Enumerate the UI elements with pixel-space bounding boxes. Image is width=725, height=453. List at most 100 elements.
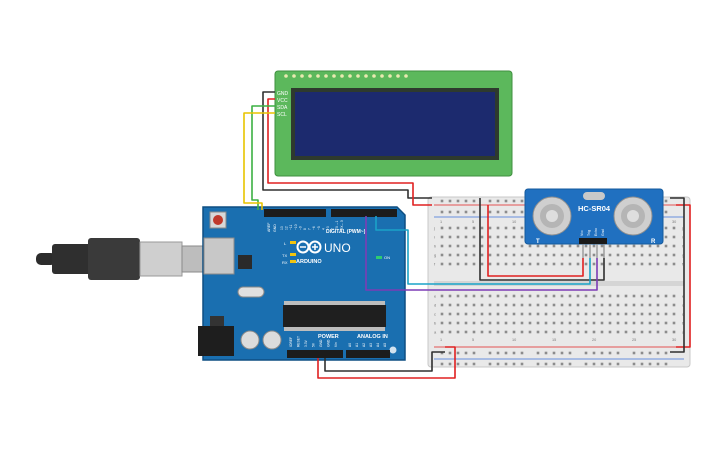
breadboard-hole bbox=[624, 244, 628, 248]
breadboard-hole bbox=[552, 244, 556, 248]
breadboard-hole bbox=[536, 312, 540, 316]
breadboard-hole bbox=[624, 312, 628, 316]
breadboard-hole bbox=[664, 303, 668, 307]
breadboard-hole bbox=[600, 321, 604, 325]
breadboard-hole bbox=[456, 294, 460, 298]
breadboard-hole bbox=[480, 244, 484, 248]
breadboard-hole bbox=[536, 294, 540, 298]
breadboard-hole bbox=[440, 235, 444, 239]
breadboard-hole bbox=[448, 321, 452, 325]
breadboard-hole bbox=[560, 303, 564, 307]
breadboard-hole bbox=[480, 294, 484, 298]
row-label: g bbox=[434, 253, 436, 258]
lcd-header-pin bbox=[300, 74, 304, 78]
breadboard-hole bbox=[544, 330, 548, 334]
rail-hole bbox=[448, 199, 452, 203]
breadboard-hole bbox=[560, 294, 564, 298]
wire-trig[interactable] bbox=[375, 216, 591, 285]
breadboard-hole bbox=[496, 330, 500, 334]
breadboard-hole bbox=[504, 321, 508, 325]
breadboard-hole bbox=[616, 294, 620, 298]
breadboard-hole bbox=[592, 303, 596, 307]
breadboard-hole bbox=[624, 303, 628, 307]
breadboard-hole bbox=[592, 244, 596, 248]
led-tx-label: TX bbox=[282, 253, 287, 258]
row-label: g bbox=[682, 253, 684, 258]
breadboard-hole bbox=[560, 262, 564, 266]
breadboard-hole bbox=[552, 312, 556, 316]
pin-label: 12 bbox=[285, 226, 289, 230]
rail-hole bbox=[440, 210, 444, 214]
wire-echo[interactable] bbox=[365, 216, 598, 291]
row-label: f bbox=[682, 262, 684, 267]
column-label: 1 bbox=[440, 338, 442, 342]
breadboard-hole bbox=[488, 312, 492, 316]
ultrasonic-sensor[interactable]: HC-SR04 T R Vcc Trig Echo Gnd bbox=[524, 188, 664, 245]
rail-hole bbox=[472, 210, 476, 214]
breadboard-hole bbox=[608, 321, 612, 325]
rail-hole bbox=[640, 351, 644, 355]
breadboard-hole bbox=[520, 294, 524, 298]
breadboard-hole bbox=[608, 303, 612, 307]
column-label: 5 bbox=[472, 338, 474, 342]
rail-hole bbox=[456, 199, 460, 203]
column-label: 30 bbox=[672, 338, 676, 342]
rail-hole bbox=[488, 362, 492, 366]
breadboard-hole bbox=[504, 253, 508, 257]
lcd-header-pin bbox=[332, 74, 336, 78]
breadboard-hole bbox=[536, 330, 540, 334]
breadboard-hole bbox=[560, 321, 564, 325]
rail-hole bbox=[584, 351, 588, 355]
breadboard-hole bbox=[592, 330, 596, 334]
wire-gnd[interactable] bbox=[324, 351, 445, 372]
wire-lcd-scl[interactable] bbox=[243, 112, 275, 210]
breadboard-hole bbox=[592, 262, 596, 266]
reset-button[interactable] bbox=[213, 215, 223, 225]
arduino-uno-board[interactable]: UNO ARDUINO DIGITAL (PWM~) POWER ANALOG … bbox=[198, 206, 406, 361]
breadboard-hole bbox=[632, 303, 636, 307]
breadboard-hole bbox=[464, 312, 468, 316]
rail-hole bbox=[632, 351, 636, 355]
breadboard-hole bbox=[648, 244, 652, 248]
rail-hole bbox=[600, 362, 604, 366]
breadboard-hole bbox=[552, 303, 556, 307]
wire-rail-right-red[interactable] bbox=[676, 204, 691, 348]
wire-lcd-vcc[interactable] bbox=[267, 98, 432, 206]
breadboard-hole bbox=[624, 253, 628, 257]
lcd-i2c-module[interactable]: GND VCC SDA SCL bbox=[274, 70, 513, 177]
wire-rail-gnd-sensor[interactable] bbox=[479, 198, 605, 281]
pin-label: 13 bbox=[280, 226, 284, 230]
breadboard-hole bbox=[624, 321, 628, 325]
breadboard-hole bbox=[480, 312, 484, 316]
breadboard-hole bbox=[496, 226, 500, 230]
pin-label: 3.3V bbox=[304, 339, 308, 347]
breadboard-hole bbox=[600, 294, 604, 298]
breadboard-hole bbox=[544, 321, 548, 325]
lcd-header-pin bbox=[380, 74, 384, 78]
breadboard-hole bbox=[640, 330, 644, 334]
rail-hole bbox=[520, 362, 524, 366]
breadboard-hole bbox=[640, 312, 644, 316]
pin-label: GND bbox=[327, 339, 331, 347]
breadboard-hole bbox=[448, 312, 452, 316]
breadboard-hole bbox=[640, 253, 644, 257]
breadboard-hole bbox=[480, 235, 484, 239]
wire-rail-vcc-sensor[interactable] bbox=[487, 205, 584, 277]
breadboard-hole bbox=[488, 294, 492, 298]
wire-5v[interactable] bbox=[317, 346, 456, 379]
breadboard-hole bbox=[560, 330, 564, 334]
wire-rail-right-black[interactable] bbox=[670, 197, 685, 353]
breadboard-hole bbox=[520, 330, 524, 334]
breadboard-hole bbox=[528, 253, 532, 257]
wire-lcd-gnd[interactable] bbox=[262, 91, 432, 199]
breadboard-hole bbox=[464, 262, 468, 266]
row-label: d bbox=[682, 303, 684, 308]
breadboard-hole bbox=[616, 244, 620, 248]
rail-hole bbox=[520, 210, 524, 214]
breadboard-hole bbox=[584, 294, 588, 298]
breadboard-hole bbox=[632, 244, 636, 248]
rail-hole bbox=[496, 351, 500, 355]
lcd-header-pin bbox=[284, 74, 288, 78]
breadboard-hole bbox=[624, 294, 628, 298]
breadboard-hole bbox=[672, 330, 676, 334]
